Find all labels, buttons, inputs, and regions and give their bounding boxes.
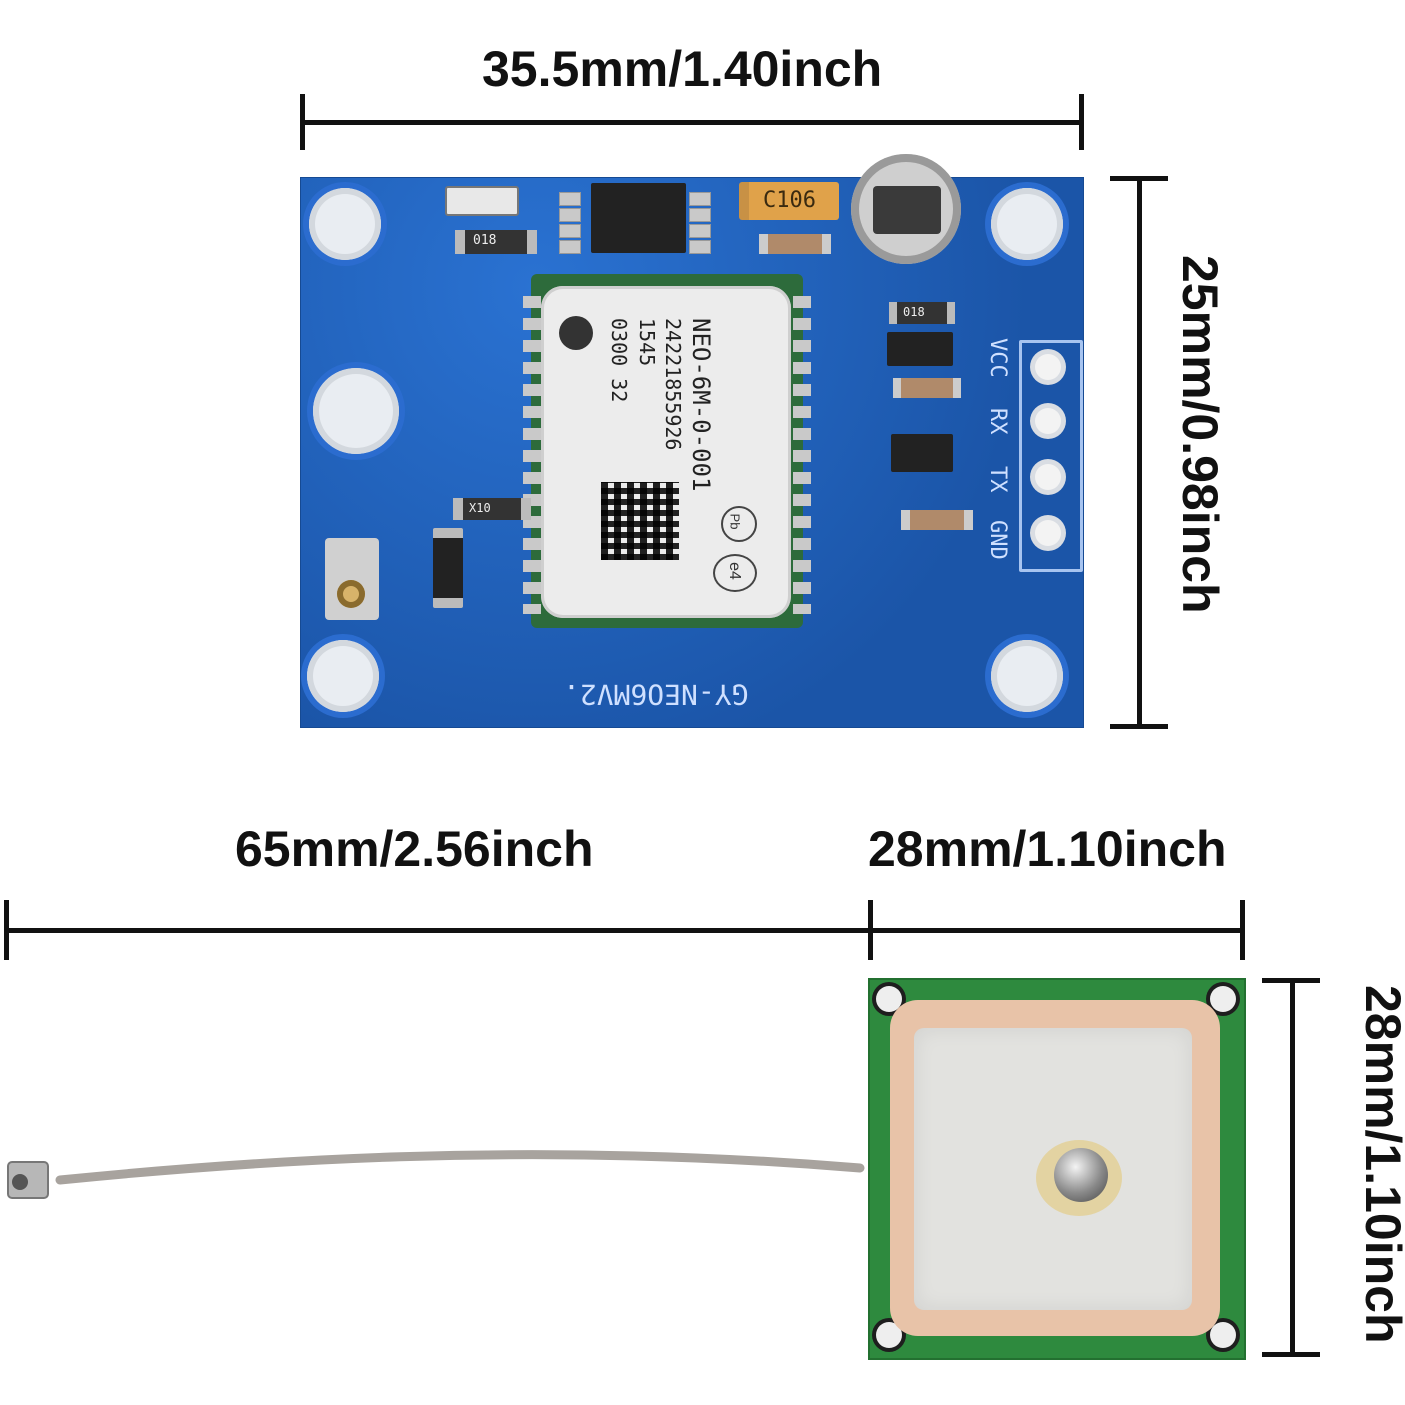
chip-line-2: 24221855926 bbox=[661, 318, 685, 451]
antenna-width-label: 28mm/1.10inch bbox=[868, 821, 1227, 877]
voltage-regulator bbox=[891, 434, 953, 472]
chip-pads-left bbox=[523, 296, 541, 614]
pin-label-tx: TX bbox=[985, 466, 1010, 493]
resistor-label: X10 bbox=[469, 501, 491, 515]
cable-length-label: 65mm/2.56inch bbox=[235, 821, 594, 877]
module-height-tick-top bbox=[1110, 176, 1168, 181]
module-height-tick-bottom bbox=[1110, 724, 1168, 729]
transistor bbox=[887, 332, 953, 366]
pin-label-rx: RX bbox=[985, 408, 1010, 435]
module-width-tick-left bbox=[300, 94, 305, 150]
resistor-label: 018 bbox=[903, 305, 925, 319]
antenna-hole-tr bbox=[1210, 986, 1236, 1012]
pb-free-mark: Pb bbox=[721, 506, 757, 542]
e4-mark: e4 bbox=[713, 554, 757, 592]
antenna-height-tick-top bbox=[1262, 978, 1320, 983]
resistor: X10 bbox=[453, 498, 531, 520]
chip-pin bbox=[689, 208, 711, 222]
tantalum-capacitor: C106 bbox=[739, 182, 839, 220]
mounting-hole-top-right bbox=[991, 188, 1063, 260]
chip-pin bbox=[559, 240, 581, 254]
pin-rx bbox=[1035, 408, 1061, 434]
module-width-tick-right bbox=[1079, 94, 1084, 150]
cable-dim-line bbox=[6, 928, 1242, 933]
cable-wire bbox=[55, 1150, 865, 1185]
cable-dim-tick-mid bbox=[868, 900, 873, 960]
mounting-hole-top-left bbox=[309, 188, 381, 260]
small-capacitor bbox=[759, 234, 831, 254]
chip-line-3: 1545 bbox=[635, 318, 659, 367]
pin-tx bbox=[1035, 464, 1061, 490]
chip-pads-right bbox=[793, 296, 811, 614]
ufl-socket bbox=[337, 580, 365, 608]
module-height-line bbox=[1137, 178, 1142, 728]
gps-module-board: 018 C106 NEO-6M-0-001 24221855926 1545 0… bbox=[300, 154, 1084, 728]
pin-label-gnd: GND bbox=[985, 520, 1010, 560]
antenna-pcb bbox=[868, 978, 1246, 1360]
chip-pin bbox=[559, 192, 581, 206]
cable-dim-tick-left bbox=[4, 900, 9, 960]
chip-pin bbox=[689, 192, 711, 206]
eeprom-chip bbox=[591, 183, 686, 253]
diode bbox=[433, 528, 463, 608]
board-label: GY-NEO6MV2. bbox=[563, 678, 749, 711]
capacitor bbox=[901, 510, 973, 530]
antenna-height-line bbox=[1290, 980, 1295, 1356]
pin-header bbox=[1019, 340, 1083, 572]
mounting-hole-middle-left bbox=[313, 368, 399, 454]
pin-label-vcc: VCC bbox=[985, 338, 1010, 378]
chip-pin bbox=[689, 240, 711, 254]
antenna-cable bbox=[7, 1150, 865, 1199]
cable-dim-tick-right bbox=[1240, 900, 1245, 960]
mounting-hole-bottom-left bbox=[307, 640, 379, 712]
resistor-label: 018 bbox=[473, 233, 497, 248]
feed-pin bbox=[1054, 1148, 1108, 1202]
ufl-plug-center bbox=[12, 1174, 28, 1190]
antenna-height-tick-bottom bbox=[1262, 1352, 1320, 1357]
chip-line-1: NEO-6M-0-001 bbox=[687, 318, 715, 492]
battery-terminal bbox=[873, 186, 941, 234]
capacitor-label: C106 bbox=[763, 188, 816, 213]
chip-pin bbox=[689, 224, 711, 238]
resistor: 018 bbox=[889, 302, 955, 324]
e4-label: e4 bbox=[725, 562, 743, 580]
antenna-height-label: 28mm/1.10inch bbox=[1355, 985, 1405, 1344]
datamatrix-code bbox=[601, 482, 679, 560]
pin-gnd bbox=[1035, 520, 1061, 546]
module-height-label: 25mm/0.98inch bbox=[1172, 255, 1228, 614]
pin1-dot bbox=[559, 316, 593, 350]
resistor: 018 bbox=[455, 230, 537, 254]
pb-free-label: Pb bbox=[727, 513, 743, 530]
module-width-line bbox=[302, 120, 1082, 125]
led bbox=[445, 186, 519, 216]
chip-line-4: 0300 32 bbox=[607, 318, 631, 403]
antenna-hole-br bbox=[1210, 1322, 1236, 1348]
module-width-label: 35.5mm/1.40inch bbox=[482, 41, 883, 97]
mounting-hole-bottom-right bbox=[991, 640, 1063, 712]
neo-6m-chip: NEO-6M-0-001 24221855926 1545 0300 32 Pb… bbox=[541, 286, 791, 618]
chip-pin bbox=[559, 208, 581, 222]
pin-vcc bbox=[1035, 354, 1061, 380]
capacitor bbox=[893, 378, 961, 398]
chip-pin bbox=[559, 224, 581, 238]
